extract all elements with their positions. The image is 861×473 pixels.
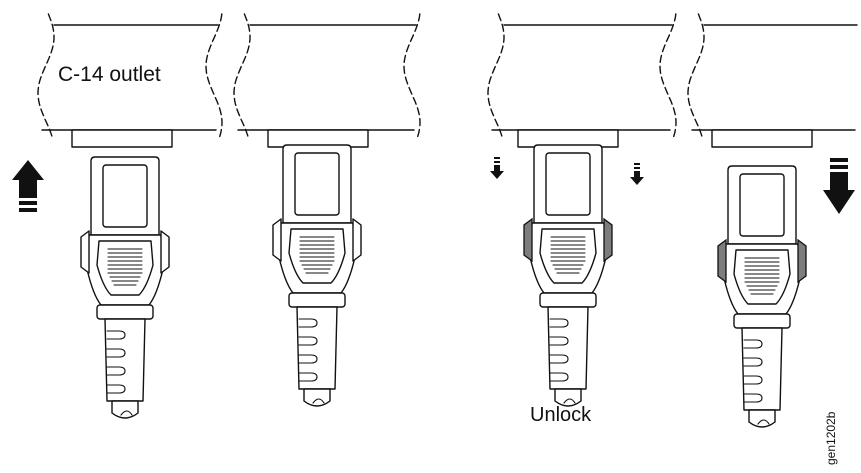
- arrow-up-head: [12, 160, 44, 198]
- plug-face-recess: [294, 152, 340, 216]
- arrow-down-dash: [830, 165, 848, 169]
- plug-body-inset: [539, 228, 597, 284]
- arrow-down-small-icon: [630, 163, 644, 185]
- arrow-up-dash: [19, 201, 37, 205]
- plug-relief-notch: [743, 339, 763, 349]
- arrow-small-head: [490, 165, 504, 179]
- plug-head: [727, 165, 797, 245]
- outlet-panel-3: [487, 13, 677, 148]
- outlet-break-line-left: [233, 13, 251, 139]
- outlet-receptacle-collar: [711, 129, 813, 148]
- plug-cable-stub: [748, 409, 776, 428]
- outlet-break-line-left: [487, 13, 505, 139]
- plug-latch-right: [797, 238, 807, 284]
- outlet-panel-2: [233, 13, 421, 148]
- arrow-up-icon: [12, 160, 44, 212]
- figure-id-label: gen1202b: [824, 411, 838, 465]
- plug-face-recess: [102, 164, 148, 228]
- arrow-small-dash: [634, 167, 640, 169]
- plug-relief-notch: [549, 318, 569, 328]
- outlet-break-line-right: [403, 13, 421, 139]
- plug-relief-notch: [743, 393, 763, 403]
- plug-head: [533, 144, 603, 224]
- arrow-down-head: [823, 172, 855, 214]
- arrow-small-dash: [494, 161, 500, 163]
- plug-cable-stub: [111, 400, 139, 419]
- plug-neck: [96, 304, 154, 320]
- plug-latch-right: [352, 218, 362, 262]
- plug-latch-left: [523, 217, 533, 263]
- outlet-label: C-14 outlet: [58, 63, 161, 86]
- plug-body-inset: [288, 228, 346, 284]
- arrow-small-dash: [494, 157, 500, 159]
- outlet-break-line-right: [659, 13, 677, 139]
- plug-face-recess: [545, 152, 591, 216]
- power-plugs: [80, 144, 807, 428]
- plug-neck: [539, 292, 597, 308]
- plug-head: [90, 156, 160, 236]
- plug-cable-end: [312, 398, 325, 404]
- plug-relief-notch: [106, 348, 126, 358]
- power-plug-1: [80, 156, 170, 419]
- plug-latch-right: [603, 217, 613, 263]
- power-plug-3: [523, 144, 613, 407]
- unlock-label: Unlock: [530, 404, 592, 426]
- arrow-small-head: [630, 171, 644, 185]
- plug-neck: [733, 313, 791, 329]
- plug-relief-notch: [743, 357, 763, 367]
- plug-relief-notch: [549, 354, 569, 364]
- arrow-down-dash: [830, 158, 848, 162]
- plug-latch-right: [160, 230, 170, 274]
- arrow-down-small-icon: [490, 157, 504, 179]
- outlet-break-line-left: [37, 13, 55, 139]
- arrow-up-dash: [19, 208, 37, 212]
- plug-face-recess: [739, 173, 785, 237]
- arrow-down-icon: [823, 158, 855, 214]
- power-plug-4: [717, 165, 807, 428]
- plug-relief-notch: [549, 372, 569, 382]
- direction-arrows: [12, 157, 855, 214]
- plug-neck: [288, 292, 346, 308]
- plug-relief-notch: [298, 318, 318, 328]
- plug-relief-notch: [106, 384, 126, 394]
- plug-head: [282, 144, 352, 224]
- arrow-small-dash: [634, 163, 640, 165]
- plug-relief-notch: [106, 366, 126, 376]
- plug-relief-notch: [549, 336, 569, 346]
- plug-relief-notch: [743, 375, 763, 385]
- power-plug-2: [272, 144, 362, 407]
- plug-cable-end: [563, 398, 576, 404]
- plug-relief-notch: [298, 372, 318, 382]
- outlet-panel-4: [687, 13, 858, 148]
- plug-latch-left: [717, 238, 727, 284]
- outlet-receptacle-collar: [71, 129, 173, 148]
- plug-latch-left: [272, 218, 282, 262]
- plug-body-inset: [733, 249, 791, 305]
- plug-relief-notch: [298, 336, 318, 346]
- plug-relief-notch: [298, 354, 318, 364]
- plug-cable-end: [120, 410, 133, 416]
- outlet-break-line-left: [687, 13, 705, 139]
- outlet-break-line-right: [205, 13, 223, 139]
- outlet-panel-1: [37, 13, 223, 148]
- plug-latch-left: [80, 230, 90, 274]
- plug-body-inset: [96, 240, 154, 296]
- plug-relief-notch: [106, 330, 126, 340]
- plug-cable-end: [757, 419, 770, 425]
- plug-cable-stub: [303, 388, 331, 407]
